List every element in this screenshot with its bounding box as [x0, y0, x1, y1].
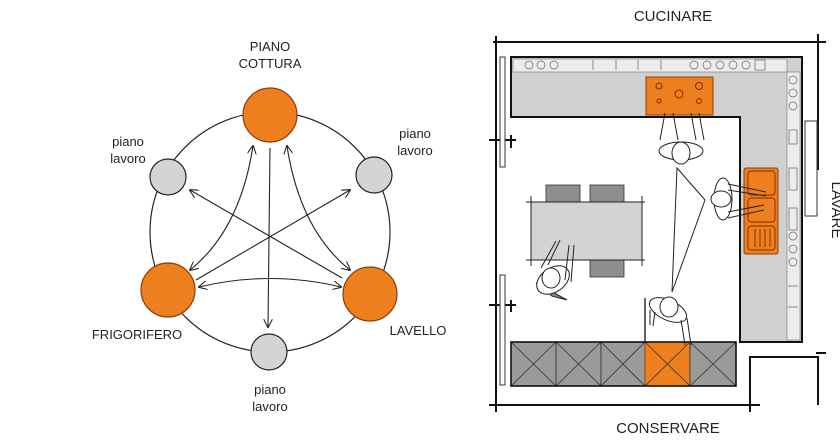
wall-unit-knobs-right: [788, 75, 798, 308]
cooktop: [645, 76, 714, 116]
node-worktop-left: [149, 158, 187, 196]
arrow-fridge-workright: [195, 190, 350, 281]
chair-top-left: [545, 184, 581, 203]
node-sink: [342, 266, 398, 322]
zone-label-store: CONSERVARE: [616, 420, 720, 437]
wall-unit-knobs-top: [524, 59, 766, 71]
node-cooktop: [242, 87, 298, 143]
window-left-top: [499, 56, 506, 168]
window-right: [804, 120, 818, 217]
person-fridge: [648, 296, 692, 346]
label-worktop-right-1: piano: [399, 126, 431, 141]
work-triangle-diagram: PIANO COTTURA FRIGORIFERO LAVELLO piano …: [92, 39, 447, 414]
zone-label-wash: LAVARE: [828, 182, 840, 239]
label-fridge: FRIGORIFERO: [92, 327, 182, 342]
label-worktop-bottom-1: piano: [254, 382, 286, 397]
zone-label-cook: CUCINARE: [634, 8, 712, 25]
kitchen-floor-plan: CUCINARE CONSERVARE LAVARE: [489, 8, 840, 437]
wall-units-right: [786, 71, 801, 341]
dining-table: [526, 184, 645, 278]
window-left-bottom: [499, 274, 506, 386]
person-sink: [710, 177, 767, 221]
outer-walls: [489, 34, 826, 412]
label-worktop-bottom-2: lavoro: [252, 399, 287, 414]
bottom-cabinets: [510, 341, 737, 387]
label-worktop-left-1: piano: [112, 134, 144, 149]
arrows: [190, 146, 350, 327]
table-top: [530, 201, 643, 261]
label-worktop-right-2: lavoro: [397, 143, 432, 158]
chair-top-right: [589, 184, 625, 203]
arrow-fridge-sink: [199, 278, 341, 288]
node-worktop-bottom: [250, 333, 288, 371]
label-cooktop-2: COTTURA: [239, 56, 302, 71]
person-cooktop: [658, 112, 705, 165]
arrow-cooktop-sink: [287, 146, 350, 270]
chair-bottom: [589, 259, 625, 278]
label-sink: LAVELLO: [390, 323, 447, 338]
node-fridge: [140, 262, 196, 318]
label-worktop-left-2: lavoro: [110, 151, 145, 166]
arrow-sink-workleft: [190, 190, 343, 279]
movement-triangle: [671, 166, 706, 293]
node-worktop-right: [355, 156, 393, 194]
label-cooktop-1: PIANO: [250, 39, 290, 54]
person-table: [535, 239, 575, 301]
arrow-cooktop-fridge: [190, 146, 253, 270]
